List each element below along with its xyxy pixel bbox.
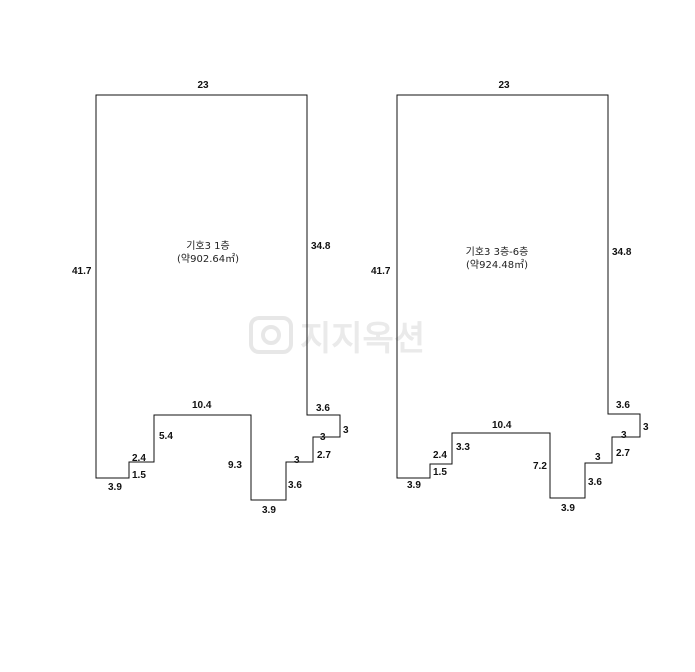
plan-2-dim-bottom-left: 3.9 — [407, 480, 421, 491]
plan-2-outline — [396, 94, 641, 499]
plan-2-dim-bottom-right: 3.9 — [561, 503, 575, 514]
plan-1-dim-step-r3: 3 — [320, 432, 326, 443]
plan-1-outline — [95, 94, 341, 501]
plan-2-dim-right: 34.8 — [612, 247, 632, 258]
plan-2-dim-step-r4: 2.7 — [616, 448, 630, 459]
plan-2-dim-step-r2: 3 — [643, 422, 649, 433]
plan-2-dim-step-r1: 3.6 — [616, 400, 630, 411]
plan-1-dim-step-r4: 2.7 — [317, 450, 331, 461]
plan-1-dim-step-r2: 3 — [343, 425, 349, 436]
plan-2-dim-inner-left: 3.3 — [456, 442, 470, 453]
plan-1-dim-inner-right: 9.3 — [228, 460, 242, 471]
plan-1-dim-step-r5: 3 — [294, 455, 300, 466]
plan-1-dim-step-l2: 1.5 — [132, 470, 146, 481]
plan-2-dim-step-l2: 1.5 — [433, 467, 447, 478]
plan-2-dim-left: 41.7 — [371, 266, 391, 277]
plan-2-dim-step-r6: 3.6 — [588, 477, 602, 488]
plan-1-dim-step-r6: 3.6 — [288, 480, 302, 491]
plan-1-dim-step-r1: 3.6 — [316, 403, 330, 414]
plan-2-dim-step-r3: 3 — [621, 430, 627, 441]
plan-1-title: 기호3 1층 — [186, 240, 230, 252]
plan-1-dim-step-l1: 2.4 — [132, 453, 146, 464]
plan-1-dim-right: 34.8 — [311, 241, 331, 252]
plan-2-dim-inner-right: 7.2 — [533, 461, 547, 472]
floor-plan-1: 기호3 1층 (약902.64㎡) 23 41.7 34.8 3.6 3 3 2… — [72, 80, 349, 516]
plan-2-dim-step-r5: 3 — [595, 452, 601, 463]
watermark-logo-icon — [249, 316, 293, 354]
plan-2-title: 기호3 3층-6층 — [466, 246, 529, 258]
plan-1-dim-bottom-right: 3.9 — [262, 505, 276, 516]
plan-2-area: (약924.48㎡) — [466, 259, 528, 271]
floor-plan-2: 기호3 3층-6층 (약924.48㎡) 23 41.7 34.8 3.6 3 … — [371, 80, 649, 514]
plan-2-dim-step-l1: 2.4 — [433, 450, 447, 461]
plan-1-dim-inner-left: 5.4 — [159, 431, 173, 442]
plan-2-dim-top: 23 — [498, 80, 510, 91]
plan-2-dim-inner-top: 10.4 — [492, 420, 512, 431]
watermark-text: 지지옥션 — [300, 319, 425, 359]
plan-1-dim-inner-top: 10.4 — [192, 400, 212, 411]
plan-1-dim-top: 23 — [197, 80, 209, 91]
watermark: 지지옥션 — [249, 316, 425, 359]
plan-1-dim-left: 41.7 — [72, 266, 92, 277]
plan-1-area: (약902.64㎡) — [177, 253, 239, 265]
plan-1-dim-bottom-left: 3.9 — [108, 482, 122, 493]
